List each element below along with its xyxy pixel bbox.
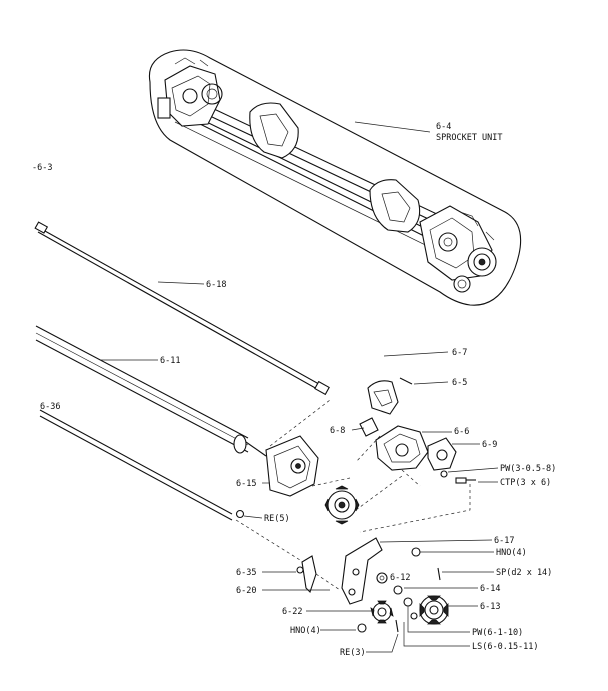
lever-6-35 bbox=[296, 555, 317, 594]
frame-6-15 bbox=[265, 435, 319, 497]
label-sp: SP(d2 x 14) bbox=[496, 568, 552, 578]
label-6-20: 6-20 bbox=[236, 586, 256, 596]
label-6-17: 6-17 bbox=[494, 536, 514, 546]
label-6-22: 6-22 bbox=[282, 607, 302, 617]
label-pw-3: PW(3-0.5-8) bbox=[500, 464, 556, 474]
label-re3: RE(3) bbox=[340, 648, 366, 658]
gear-6-13 bbox=[419, 595, 449, 625]
lever-6-17 bbox=[341, 537, 383, 605]
washer-pw-3 bbox=[440, 470, 448, 478]
dash-line-frame bbox=[269, 399, 351, 487]
sprocket-gear bbox=[324, 485, 360, 525]
hex-nut-hno4-lower bbox=[357, 623, 367, 633]
label-6-35: 6-35 bbox=[236, 568, 256, 578]
label-re5: RE(5) bbox=[264, 514, 290, 524]
sprocket-unit-assembly bbox=[148, 49, 522, 306]
leader-6-18 bbox=[157, 281, 205, 285]
label-6-7: 6-7 bbox=[452, 348, 467, 358]
retaining-ring-re3 bbox=[395, 619, 399, 633]
retaining-ring-re5 bbox=[235, 509, 245, 519]
label-hno4-upper: HNO(4) bbox=[496, 548, 527, 558]
label-6-12: 6-12 bbox=[390, 573, 410, 583]
lock-spring-ls bbox=[410, 612, 418, 620]
label-ctp: CTP(3 x 6) bbox=[500, 478, 551, 488]
label-sprocket-unit: SPROCKET UNIT bbox=[436, 133, 503, 143]
label-pw-6: PW(6-1-10) bbox=[472, 628, 523, 638]
screw-ctp bbox=[455, 477, 476, 484]
label-hno4-lower: HNO(4) bbox=[290, 626, 321, 636]
label-6-6: 6-6 bbox=[454, 427, 469, 437]
label-6-8: 6-8 bbox=[330, 426, 345, 436]
label-6-5: 6-5 bbox=[452, 378, 467, 388]
bushing-6-12 bbox=[376, 572, 388, 584]
label-6-9: 6-9 bbox=[482, 440, 497, 450]
spring-pin-6-5 bbox=[399, 377, 413, 385]
washer-pw-6 bbox=[403, 597, 413, 607]
hex-nut-hno4-upper bbox=[411, 547, 421, 557]
leader-6-4 bbox=[354, 121, 431, 133]
label-6-18: 6-18 bbox=[206, 280, 226, 290]
label-6-15: 6-15 bbox=[236, 479, 256, 489]
label-6-36: 6-36 bbox=[40, 402, 60, 412]
gear-6-9 bbox=[427, 437, 457, 471]
label-6-14: 6-14 bbox=[480, 584, 500, 594]
label-6-13: 6-13 bbox=[480, 602, 500, 612]
label-6-3: -6-3 bbox=[32, 163, 52, 173]
label-ls: LS(6-0.15-11) bbox=[472, 642, 539, 652]
spring-pin-sp bbox=[437, 567, 441, 581]
gear-6-22 bbox=[370, 600, 394, 624]
bracket-6-7 bbox=[367, 380, 399, 415]
shaft-6-18 bbox=[34, 221, 330, 396]
shaft-6-36 bbox=[39, 409, 233, 521]
shaft-6-11 bbox=[35, 325, 267, 457]
collar-6-14 bbox=[393, 585, 403, 595]
label-6-11: 6-11 bbox=[160, 356, 180, 366]
clutch-assembly-6-6 bbox=[359, 417, 429, 471]
label-6-4: 6-4 bbox=[436, 122, 451, 132]
